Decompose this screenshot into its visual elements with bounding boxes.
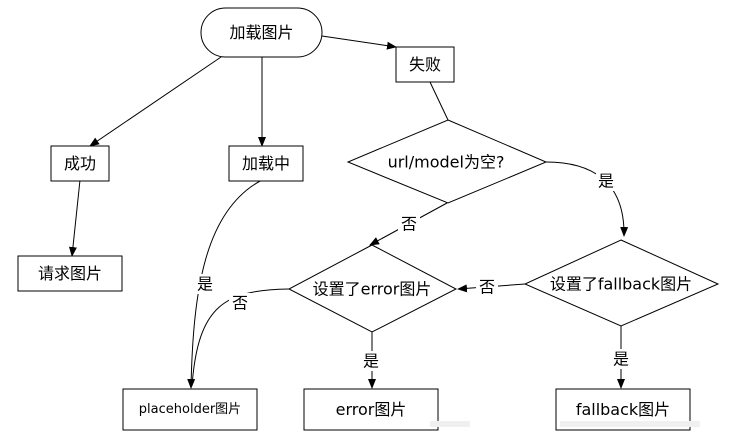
- edge-error-no: [191, 288, 290, 387]
- edge-label-fallback-no: 否: [479, 278, 495, 297]
- node-placeholder-image: placeholder图片: [122, 388, 258, 431]
- node-request-image: 请求图片: [17, 255, 123, 292]
- edge-label-empty-no-bg: [398, 213, 420, 235]
- edge-label-error-no-bg: [229, 293, 251, 315]
- node-request-image-shape: [17, 255, 123, 292]
- node-error-image-label: error图片: [336, 400, 407, 419]
- node-failure-label: 失败: [409, 55, 441, 74]
- node-success: 成功: [50, 145, 110, 182]
- node-request-image-label: 请求图片: [38, 264, 102, 283]
- node-url-model-empty-label: url/model为空?: [388, 153, 505, 172]
- node-url-model-empty-decision: url/model为空?: [346, 119, 548, 204]
- node-fallback-image-label: fallback图片: [576, 400, 670, 419]
- node-error-image: error图片: [303, 388, 439, 431]
- edge-loading-to-placeholder: [187, 179, 263, 389]
- node-loading: 加载中: [228, 145, 304, 182]
- edge-label-error-yes-bg: [361, 351, 381, 371]
- node-loading-shape: [228, 145, 304, 182]
- node-placeholder-image-label: placeholder图片: [139, 402, 241, 417]
- node-error-image-decision-shape: [287, 244, 458, 333]
- edge-success-to-request: [68, 179, 81, 257]
- edge-label-empty-yes-bg: [596, 171, 616, 191]
- edge-label-empty-no: 否: [401, 215, 417, 234]
- node-load-image-label: 加载图片: [229, 23, 293, 42]
- faint-watermark: [430, 421, 700, 427]
- edge-label-fallback-yes-bg: [611, 349, 631, 369]
- watermark-smudge-right: [560, 421, 700, 427]
- node-fallback-image-decision-label: 设置了fallback图片: [550, 275, 692, 294]
- edge-label-loading-yes: 是: [197, 275, 213, 294]
- node-url-model-empty-shape: [346, 119, 548, 204]
- node-load-image-shape: [200, 7, 323, 58]
- node-error-image-decision-label: 设置了error图片: [313, 280, 432, 299]
- node-failure: 失败: [395, 46, 455, 83]
- edge-label-fallback-no-bg: [476, 277, 498, 299]
- edge-labels: 是 否 否 是 是 否 是: [195, 171, 631, 371]
- edge-label-fallback-yes: 是: [613, 350, 629, 369]
- node-success-shape: [50, 145, 110, 182]
- edge-label-error-no: 否: [232, 294, 248, 313]
- node-placeholder-image-shape: [122, 388, 258, 431]
- node-load-image: 加载图片: [200, 7, 323, 58]
- node-error-image-decision: 设置了error图片: [287, 244, 458, 333]
- node-loading-label: 加载中: [242, 154, 290, 173]
- edges: [68, 35, 629, 389]
- edge-load-to-success: [89, 54, 225, 147]
- edge-label-empty-yes: 是: [598, 172, 614, 191]
- node-fallback-image-decision-shape: [523, 239, 720, 327]
- node-error-image-shape: [303, 388, 439, 431]
- edge-failure-to-decision: [429, 81, 449, 121]
- node-fallback-image-decision: 设置了fallback图片: [523, 239, 720, 327]
- edge-load-to-failure: [321, 35, 397, 50]
- edge-label-error-yes: 是: [363, 352, 379, 371]
- edge-label-loading-yes-bg: [195, 274, 215, 294]
- watermark-smudge-left: [430, 421, 470, 427]
- node-success-label: 成功: [64, 154, 96, 173]
- node-failure-shape: [395, 46, 455, 83]
